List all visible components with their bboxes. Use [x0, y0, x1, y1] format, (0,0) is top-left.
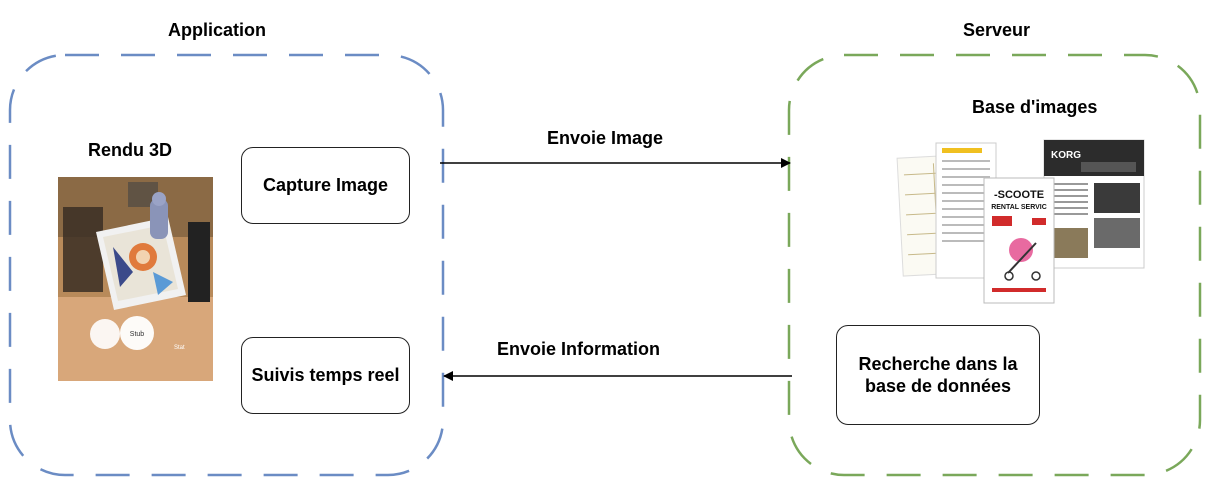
capture-image-node: Capture Image: [241, 147, 410, 224]
base-images-title: Base d'images: [972, 97, 1098, 117]
envoie-information-label: Envoie Information: [497, 339, 661, 359]
serveur-title: Serveur: [963, 20, 1031, 40]
svg-text:Stub: Stub: [130, 331, 145, 338]
application-title: Application: [168, 20, 266, 40]
svg-text:RENTAL SERVIC: RENTAL SERVIC: [991, 204, 1047, 211]
rendu-3d-photo-illustration: Stub Stat: [58, 177, 213, 381]
suivis-temps-reel-node: Suivis temps reel: [241, 337, 410, 414]
svg-text:-SCOOTE: -SCOOTE: [994, 189, 1044, 201]
base-images-collage: KORG -SCOOTE RENTAL SERVIC: [896, 138, 1146, 306]
rendu-3d-photo: Stub Stat: [58, 177, 213, 381]
application-group-border: [8, 53, 445, 477]
base-images-collage-illustration: KORG -SCOOTE RENTAL SERVIC: [896, 139, 1145, 304]
envoie-image-label: Envoie Image: [547, 128, 664, 148]
rendu-3d-title: Rendu 3D: [88, 140, 173, 160]
recherche-node: Recherche dans la base de données: [836, 325, 1040, 425]
svg-text:Stat: Stat: [174, 345, 185, 351]
svg-text:KORG: KORG: [1051, 150, 1081, 161]
